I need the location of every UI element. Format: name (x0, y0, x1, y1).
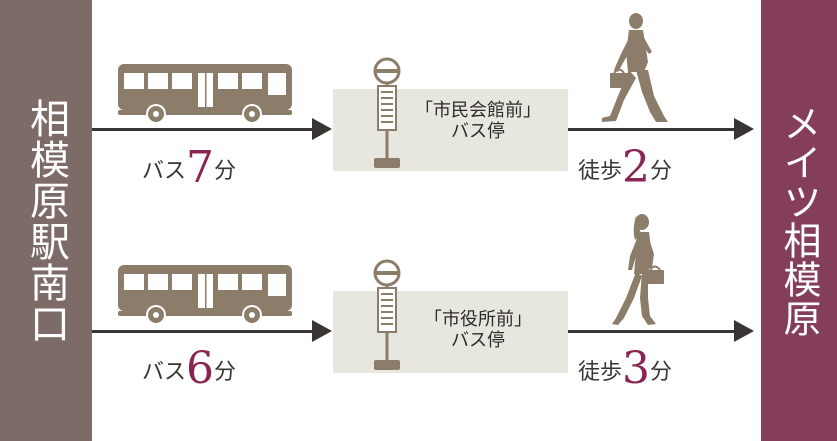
arrow-to-destination (568, 330, 736, 333)
stop-name-label: 「市役所前」 バス停 (398, 309, 558, 351)
bus-icon (118, 265, 292, 325)
stop-type: バス停 (451, 120, 505, 142)
bus-time-label: バス7分 (142, 142, 236, 193)
arrow-to-stop (92, 128, 314, 131)
stop-name-label: 「市民会館前」 バス停 (398, 100, 558, 142)
bus-prefix: バス (142, 360, 187, 385)
bus-stop-box (333, 291, 568, 373)
arrow-to-stop (92, 330, 314, 333)
destination-panel: メイツ相模原 (761, 0, 837, 441)
arrow-head (312, 320, 332, 342)
stop-name: 「市民会館前」 (415, 100, 541, 121)
walk-time-label: 徒歩2分 (578, 142, 672, 193)
bus-stop-sign-icon (373, 259, 401, 370)
arrow-head (734, 320, 754, 342)
walk-minutes: 3 (622, 343, 651, 394)
walking-man-icon (602, 13, 668, 122)
arrow-head (734, 118, 754, 140)
bus-prefix: バス (142, 159, 187, 184)
bus-unit: 分 (214, 360, 237, 385)
walk-time-label: 徒歩3分 (578, 343, 672, 394)
origin-panel: 相模原駅南口 (0, 0, 92, 441)
bus-icon (118, 64, 292, 124)
bus-stop-sign-icon (373, 57, 401, 168)
origin-label: 相模原駅南口 (23, 97, 69, 344)
walking-woman-icon (612, 214, 664, 325)
bus-time-label: バス6分 (142, 343, 236, 394)
arrow-head (312, 118, 332, 140)
stop-name: 「市役所前」 (424, 309, 532, 330)
stop-type: バス停 (451, 329, 505, 351)
walk-minutes: 2 (622, 142, 651, 193)
walk-prefix: 徒歩 (578, 360, 623, 385)
bus-unit: 分 (214, 159, 237, 184)
arrow-to-destination (568, 128, 736, 131)
destination-label: メイツ相模原 (777, 103, 821, 338)
bus-stop-box (333, 89, 568, 171)
walk-prefix: 徒歩 (578, 159, 623, 184)
walk-unit: 分 (650, 159, 673, 184)
walk-unit: 分 (650, 360, 673, 385)
bus-minutes: 7 (186, 142, 215, 193)
bus-minutes: 6 (186, 343, 215, 394)
